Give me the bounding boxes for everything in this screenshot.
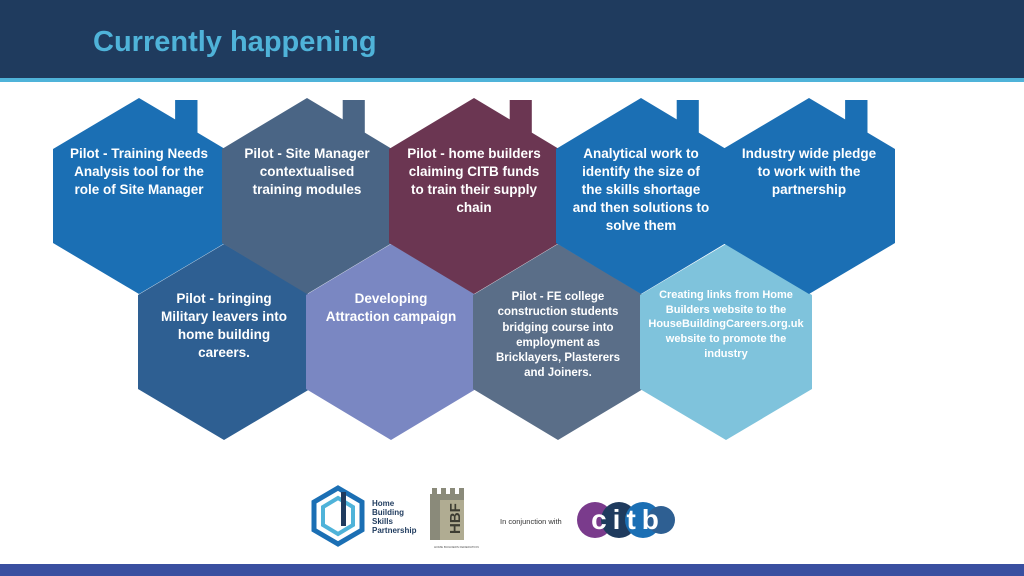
footer-bar (0, 564, 1024, 576)
hexagon-label: Pilot - Site Manager contextualised trai… (244, 146, 370, 197)
hexagon-card: Industry wide pledge to work with the pa… (723, 98, 895, 294)
svg-text:Building: Building (372, 508, 404, 517)
hexagon-shape (306, 244, 476, 440)
svg-text:Skills: Skills (372, 517, 393, 526)
hexagon-card: Creating links from Home Builders websit… (640, 244, 812, 440)
hexagon-shape (389, 98, 559, 294)
svg-text:Home: Home (372, 499, 395, 508)
hexagon-card: Pilot - home builders claiming CITB fund… (389, 98, 559, 294)
hexagon-label: Pilot - home builders claiming CITB fund… (407, 146, 541, 215)
hexagon-shape (222, 98, 392, 294)
hexagon-label: Creating links from Home Builders websit… (648, 289, 804, 360)
svg-text:HBF: HBF (447, 503, 464, 534)
conjunction-text: In conjunction with (500, 517, 562, 526)
hexagon-label: Pilot - bringing Military leavers into h… (160, 291, 288, 360)
hbsp-logo-text: Home Building Skills Partnership (372, 499, 417, 535)
hexagon-label: Pilot - Training Needs Analysis tool for… (69, 146, 209, 197)
hexagon-label: Analytical work to identify the size of … (572, 146, 710, 233)
hexagon-label: Developing Attraction campaign (325, 291, 457, 324)
hexagon-shape (640, 244, 812, 440)
hbf-logo: HBF HOME BUILDERS FEDERATION (430, 488, 479, 549)
hexagon-label: Pilot - FE college construction students… (495, 291, 621, 380)
hexagon-card: Pilot - Training Needs Analysis tool for… (53, 98, 225, 294)
svg-text:Partnership: Partnership (372, 526, 417, 535)
hexagon-card: Pilot - Site Manager contextualised trai… (222, 98, 392, 294)
hexagon-card: Pilot - bringing Military leavers into h… (138, 244, 310, 440)
hexagon-label: Industry wide pledge to work with the pa… (741, 146, 877, 197)
hexagon-card: Analytical work to identify the size of … (556, 98, 726, 294)
hbsp-logo-icon (311, 485, 365, 547)
page-title: Currently happening (93, 26, 377, 58)
hexagon-shape (473, 244, 643, 440)
hexagon-card: Developing Attraction campaign (306, 244, 476, 440)
partner-logos: Home Building Skills Partnership HBF HOM… (310, 484, 690, 554)
svg-text:citb: citb (591, 504, 665, 535)
hexagon-shape (723, 98, 895, 294)
header-accent-rule (0, 78, 1024, 82)
header-bar (0, 0, 1024, 78)
hexagon-shape (556, 98, 726, 294)
svg-text:HOME BUILDERS FEDERATION: HOME BUILDERS FEDERATION (434, 545, 479, 549)
hexagon-shape (138, 244, 310, 440)
hexagon-card: Pilot - FE college construction students… (473, 244, 643, 440)
citb-logo: citb (577, 502, 675, 538)
hexagon-shape (53, 98, 225, 294)
